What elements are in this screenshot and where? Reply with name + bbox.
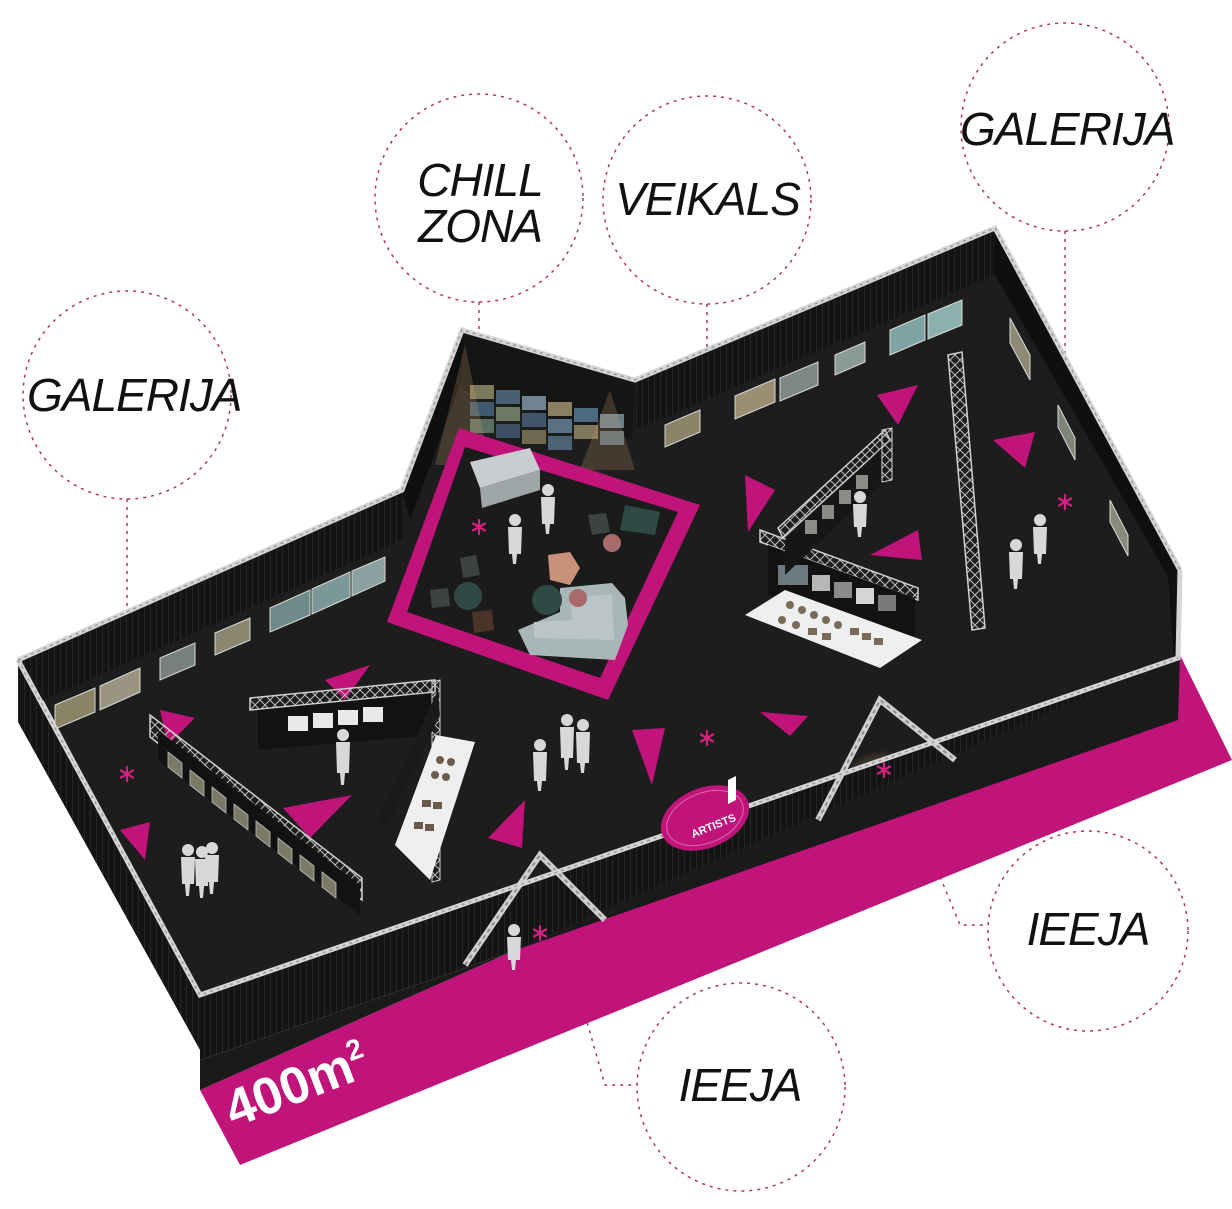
leader-ieeja-bottom <box>584 1014 637 1086</box>
table-round-2 <box>532 585 562 615</box>
asterisk-icon <box>876 761 892 779</box>
table-round-1 <box>454 582 482 610</box>
back-wall-left <box>22 490 402 710</box>
shop-table-right <box>745 590 922 668</box>
wall-paintings <box>54 299 1129 730</box>
label-chill-line1: CHILL <box>417 154 543 206</box>
callout-circle-galerija-right <box>960 22 1170 232</box>
entrance-frames <box>462 695 957 967</box>
callout-circle-ieeja-right <box>987 830 1189 1032</box>
asterisk-icon <box>1057 493 1073 511</box>
label-chill-line2: ZONA <box>418 200 543 252</box>
chair-2 <box>472 610 494 633</box>
stool-2 <box>569 589 587 607</box>
callout-circle-ieeja-bottom <box>636 982 846 1192</box>
callout-circle-galerija-left <box>22 290 232 500</box>
back-wall-chill <box>402 330 462 520</box>
callout-circle-veikals <box>602 95 812 305</box>
asterisk-icon <box>119 765 135 783</box>
artists-logo <box>660 776 750 851</box>
perimeter-truss-detail <box>17 227 1181 996</box>
lounge-chair <box>620 505 660 535</box>
bar-counter <box>470 448 540 488</box>
chair-3 <box>430 588 450 608</box>
label-ieeja-right: IEEJA <box>1026 903 1151 955</box>
display-trusses <box>149 351 986 915</box>
stool-1 <box>603 534 621 552</box>
chill-furniture <box>430 448 660 660</box>
asterisk-icon <box>532 924 548 942</box>
visitor-silhouettes <box>181 484 1047 970</box>
label-galerija-left: GALERIJA <box>27 369 242 421</box>
front-wall-left <box>18 660 200 1050</box>
chill-color-panels <box>470 385 624 450</box>
asterisk-markers <box>119 493 1073 942</box>
front-wall-main <box>200 655 1178 1060</box>
asterisk-icon <box>699 729 715 747</box>
asterisk-icon <box>471 518 487 536</box>
label-veikals: VEIKALS <box>615 173 801 225</box>
label-galerija-right: GALERIJA <box>960 103 1175 155</box>
butterfly-chair <box>548 552 580 585</box>
chair-1 <box>460 555 480 578</box>
label-chill-zona: CHILL ZONA <box>380 157 580 249</box>
chair-4 <box>588 513 610 535</box>
callout-circle-chill-zona <box>374 93 584 303</box>
label-ieeja-bottom: IEEJA <box>678 1059 803 1111</box>
back-wall-right <box>635 228 995 430</box>
